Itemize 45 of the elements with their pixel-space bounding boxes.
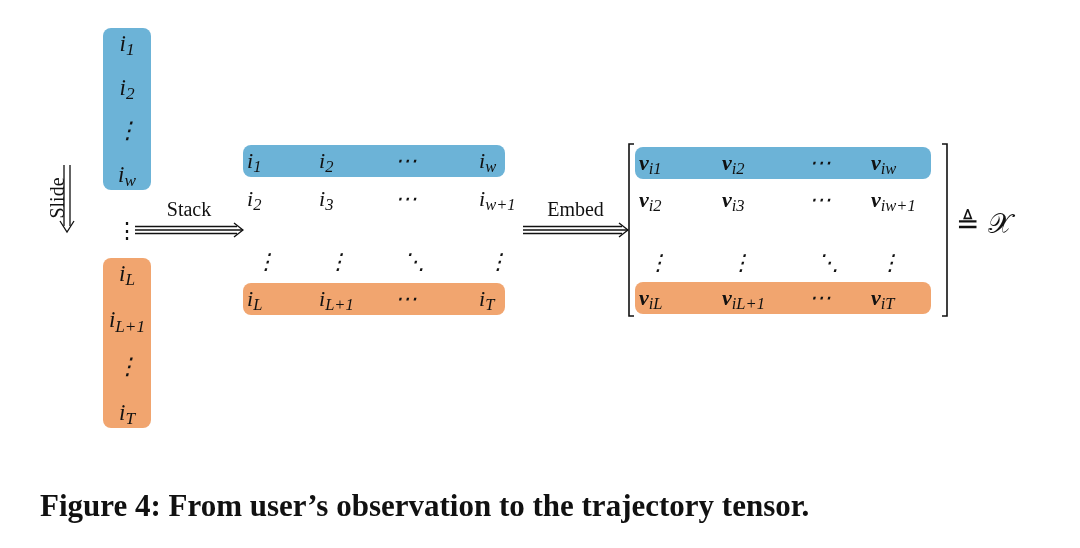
- sequence-item: i$_{1}$: [119, 32, 135, 55]
- matrix-entry: ⋯: [809, 287, 832, 309]
- sequence-item: i$_{L}$: [119, 262, 135, 285]
- matrix-entry: i$_{1}$: [247, 150, 263, 172]
- matrix-entry: ⋯: [395, 186, 417, 211]
- figure-caption: Figure 4: From user’s observation to the trajectory tensor.: [40, 487, 810, 525]
- matrix-entry: ⋮: [647, 250, 669, 275]
- edge-label: Stack: [166, 199, 212, 219]
- matrix-entry: i$_{T}$: [479, 288, 497, 310]
- matrix-entry: i$_{w}$: [479, 150, 498, 172]
- rotated-label: Slide: [46, 177, 67, 219]
- bracket-matrix: [628, 143, 948, 317]
- matrix-entry: ⋮: [730, 250, 752, 275]
- matrix-entry: ⋯: [809, 152, 832, 174]
- sequence-item: i$_{T}$: [119, 401, 135, 424]
- matrix-entry: i$_{2}$: [319, 150, 335, 172]
- sequence-item: i$_{2}$: [119, 75, 135, 99]
- matrix-entry: ⋯: [395, 288, 418, 310]
- matrix-entry: i$_{w+1}$: [479, 186, 516, 211]
- matrix-entry: ⋱: [403, 249, 425, 274]
- matrix-entry: ⋯: [395, 150, 418, 172]
- sequence-item: i$_{w}$: [118, 162, 136, 186]
- sequence-item: ⋮: [115, 119, 139, 143]
- matrix-entry: ⋮: [327, 249, 349, 274]
- matrix-entry: ⋮: [879, 250, 901, 275]
- edge-label: Embed: [547, 199, 604, 219]
- matrix-entry: i$_{L+1}$: [319, 288, 355, 310]
- matrix-entry: i$_{3}$: [319, 186, 334, 211]
- matrix-entry: ⋮: [255, 249, 277, 274]
- sequence-item: i$_{L+1}$: [108, 308, 146, 332]
- double-arrow: [134, 222, 244, 238]
- double-arrow: [522, 222, 629, 238]
- matrix-entry: i$_{2}$: [247, 186, 262, 211]
- matrix-entry: ⋯: [809, 187, 831, 212]
- highlighted-row: [243, 283, 505, 315]
- matrix-entry: i$_{L}$: [247, 288, 264, 310]
- highlighted-row: [635, 147, 931, 179]
- matrix-entry: ⋱: [817, 250, 839, 275]
- ellipsis: ⋮: [119, 214, 135, 248]
- highlighted-column: [103, 28, 151, 190]
- highlighted-row: [243, 145, 505, 177]
- highlighted-column: [103, 258, 151, 428]
- sequence-item: ⋮: [115, 354, 139, 378]
- highlighted-row: [635, 282, 931, 314]
- matrix-entry: ⋮: [487, 249, 509, 274]
